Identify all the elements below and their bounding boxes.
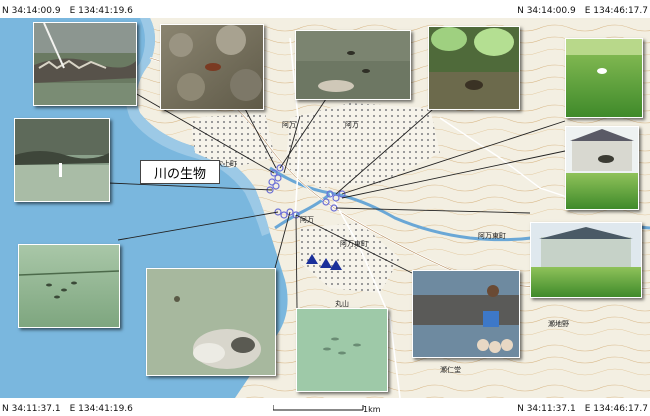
place-label-setogamo: 瀬地野 [548,320,569,328]
photo-crab-under-leaves[interactable] [428,26,520,110]
photo-greenhouse-farm[interactable] [530,222,642,298]
photo-heron-riverbank[interactable] [14,118,110,202]
corner-coordinate-top-left: N 34:14:00.9 E 134:41:19.6 [2,6,133,16]
place-label-nishinoshou: 瀬仁堂 [440,366,461,374]
photo-oyster-cluster[interactable] [146,268,276,376]
corner-coordinate-bottom-right: N 34:11:37.1 E 134:46:17.7 [517,404,648,414]
town-block-central [285,103,440,188]
south-road [329,192,401,398]
place-label-abo-higashi-a: 阿万東町 [340,240,368,248]
photo-crab-on-stones[interactable] [160,24,264,110]
corner-coordinate-bottom-left: N 34:11:37.1 E 134:41:19.6 [2,404,133,414]
corner-coordinate-top-right: N 34:14:00.9 E 134:46:17.7 [517,6,648,16]
photo-egret-rice-paddy[interactable] [565,38,643,118]
place-label-abo: 阿万 [345,121,359,129]
photo-fish-school[interactable] [296,308,388,392]
photo-oyster-wall[interactable] [33,22,137,106]
map-title: 川の生物 [140,160,220,184]
photo-tadpoles-green-water[interactable] [18,244,120,328]
photo-bird-house-field[interactable] [565,126,639,210]
photo-gobies-shallow[interactable] [295,30,411,100]
scale-bar [273,405,364,411]
leader-lines [107,79,566,309]
scale-bar-label: 1km [363,405,381,414]
place-label-abo-port: 阿万 [300,216,314,224]
place-label-maru: 丸山 [335,300,349,308]
place-label-abo-west: 阿万 [282,121,296,129]
photo-harbor-fishing[interactable] [412,270,520,358]
place-label-abo-higashi-b: 阿万東町 [478,232,506,240]
triangle-markers [306,254,342,270]
town-block-south [300,223,400,293]
